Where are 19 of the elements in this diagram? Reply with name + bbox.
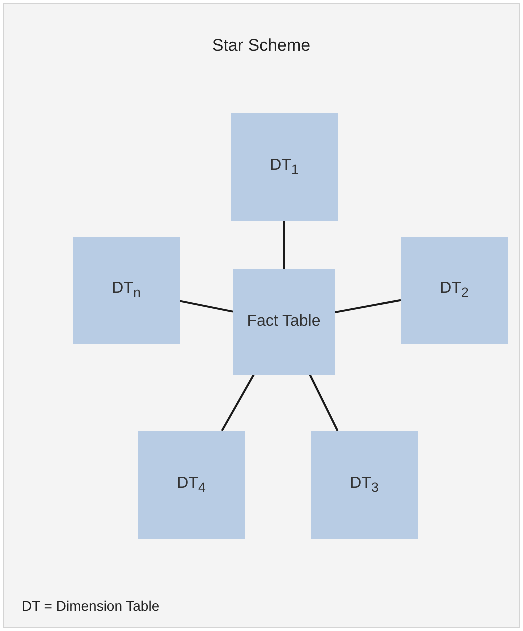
diagram-title: Star Scheme [211,36,312,56]
connector-line [180,300,234,313]
table-name: DT$_{2}$ [440,279,469,303]
table-name: Fact Table [247,312,321,332]
table-box [73,237,180,344]
table-name: DT$_{3}$ [350,474,379,498]
table-name: DT$_{1}$ [270,156,299,180]
connector-line [221,374,255,432]
table-name: DT$_{4}$ [177,474,206,498]
connector-line [334,299,402,314]
table-name: DT$_{n}$ [112,279,141,303]
table-box [401,237,508,344]
connector-line [309,374,339,432]
table-box [233,269,335,375]
table-box [138,431,245,539]
table-box [311,431,418,539]
legend-note: DT = Dimension Table [22,598,160,614]
table-box [231,113,338,221]
connector-line [283,221,286,269]
